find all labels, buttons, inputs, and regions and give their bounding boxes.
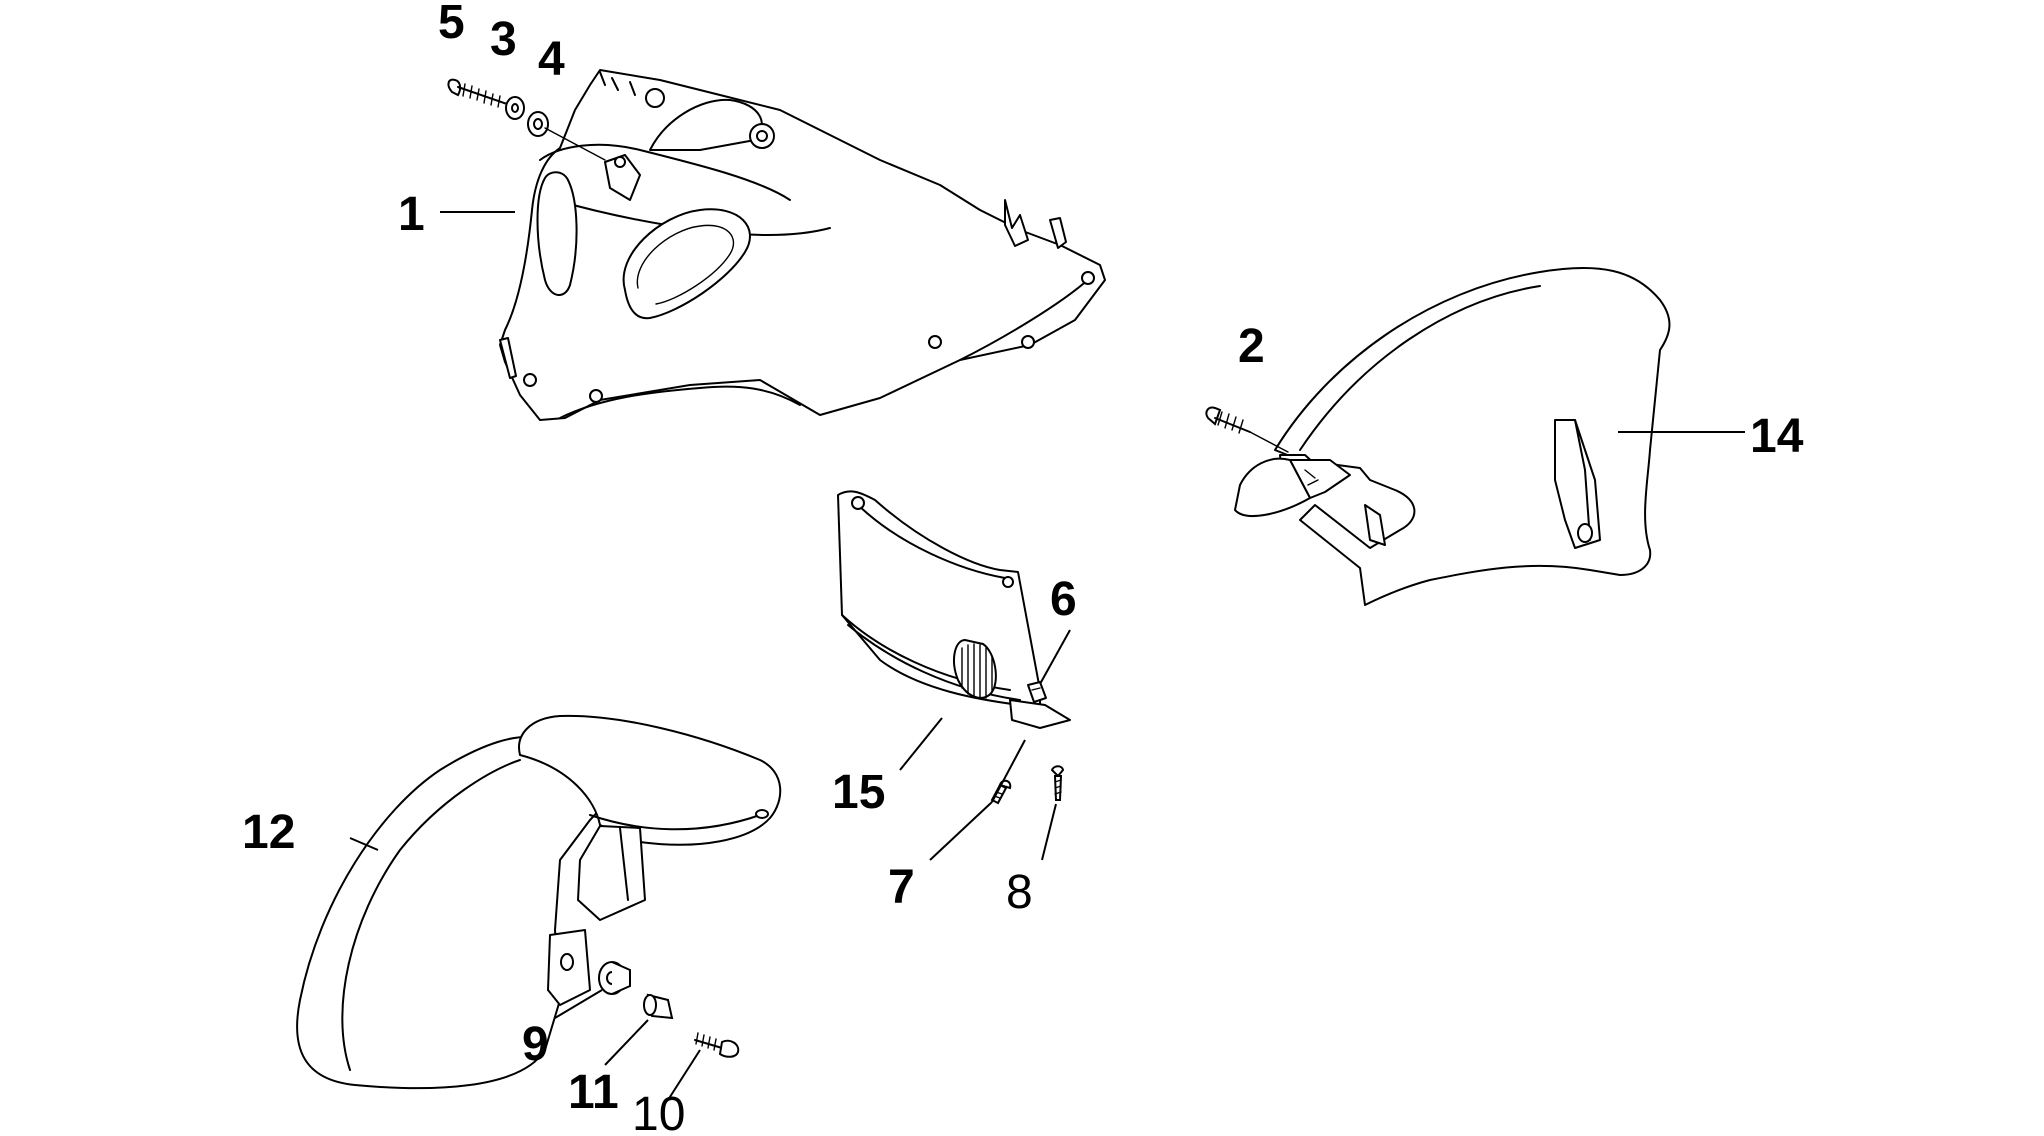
part-9-grommet (598, 961, 631, 995)
part-5-screw (447, 78, 511, 108)
callout-2: 2 (1238, 320, 1265, 373)
callout-8: 8 (1006, 866, 1033, 919)
part-6-clip (1027, 681, 1047, 703)
part-1-inner-shield (499, 69, 1106, 421)
part-4-grommet (527, 111, 606, 161)
part-14-rear-mudguard (1234, 266, 1671, 606)
part-11-spacer (643, 993, 674, 1020)
callouts: 1 5 3 4 2 14 6 15 7 8 12 9 11 10 (242, 0, 1804, 1136)
part-3-washer (505, 96, 525, 120)
callout-4: 4 (538, 33, 565, 86)
leader-8 (1041, 803, 1057, 861)
part-8-screw (1050, 765, 1065, 801)
callout-6: 6 (1050, 573, 1077, 626)
leader-lines (349, 211, 1745, 1101)
leader-15 (899, 717, 943, 771)
callout-7: 7 (888, 861, 915, 914)
callout-11: 11 (568, 1066, 619, 1119)
part-12-front-mudguard (296, 714, 782, 1090)
callout-9: 9 (522, 1018, 549, 1071)
part-7-screw (990, 779, 1012, 805)
leader-7 (929, 801, 993, 861)
callout-14: 14 (1750, 410, 1804, 463)
callout-3: 3 (490, 13, 517, 66)
leader-11 (604, 1019, 649, 1066)
part-15-inner-cover (837, 490, 1071, 729)
callout-12: 12 (242, 806, 295, 859)
callout-15: 15 (832, 766, 885, 819)
part-10-bolt (694, 1032, 740, 1058)
leader-10 (667, 1049, 701, 1101)
callout-10: 10 (632, 1088, 685, 1136)
leader-12 (349, 837, 379, 851)
leader-9 (554, 989, 603, 1019)
leader-7-to-cover (991, 739, 1026, 803)
part-2-bolt (1205, 406, 1289, 453)
callout-5: 5 (438, 0, 465, 49)
callout-1: 1 (398, 188, 425, 241)
leader-6 (1039, 629, 1071, 685)
